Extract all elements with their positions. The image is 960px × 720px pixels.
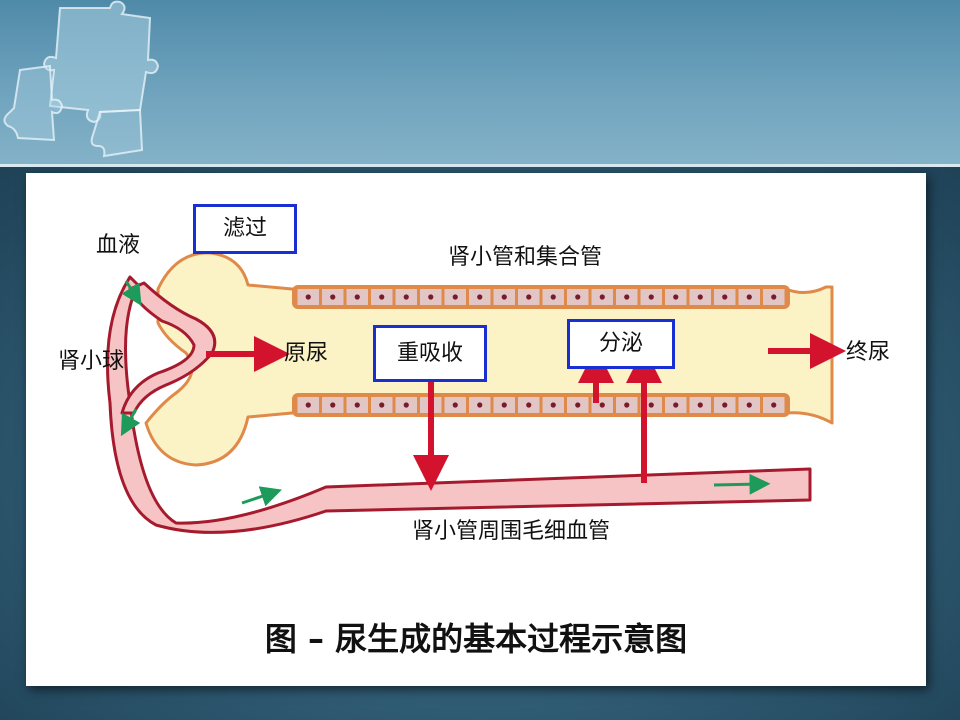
- cell-nucleus: [550, 402, 556, 408]
- blood-flow-arrow-right: [713, 473, 771, 495]
- cell-nucleus: [771, 294, 777, 300]
- cell-nucleus: [330, 402, 336, 408]
- urine-formation-diagram: [106, 251, 846, 534]
- cell-nucleus: [403, 402, 409, 408]
- cell-nucleus: [673, 402, 679, 408]
- tubule-lumen: [144, 251, 834, 467]
- cell-nucleus: [305, 294, 311, 300]
- blood-label: 血液: [96, 233, 141, 258]
- cell-nucleus: [722, 294, 728, 300]
- cell-nucleus: [746, 294, 752, 300]
- glomerulus-label: 肾小球: [58, 349, 125, 374]
- puzzle-decoration-icon: [3, 0, 160, 158]
- reabsorption-box: 重吸收: [373, 325, 487, 382]
- cell-nucleus: [599, 402, 605, 408]
- tubule-cells-top: [292, 285, 790, 309]
- cell-nucleus: [403, 294, 409, 300]
- cell-nucleus: [746, 402, 752, 408]
- secretion-box: 分泌: [567, 319, 675, 369]
- cell-nucleus: [526, 402, 532, 408]
- final-urine-label: 终尿: [846, 340, 891, 365]
- cell-nucleus: [354, 402, 360, 408]
- cell-nucleus: [771, 402, 777, 408]
- filtration-box: 滤过: [193, 204, 297, 254]
- header-band: [0, 0, 960, 165]
- cell-nucleus: [501, 294, 507, 300]
- tubule-label: 肾小管和集合管: [448, 245, 603, 270]
- cell-nucleus: [575, 294, 581, 300]
- diagram-panel: 血液 肾小球 滤过 肾小管和集合管 原尿 重吸收 分泌 终尿 肾小管周围毛细血管…: [26, 173, 926, 686]
- cell-nucleus: [330, 294, 336, 300]
- cell-nucleus: [697, 402, 703, 408]
- cell-nucleus: [599, 294, 605, 300]
- cell-nucleus: [575, 402, 581, 408]
- cell-nucleus: [452, 294, 458, 300]
- cell-nucleus: [673, 294, 679, 300]
- cell-nucleus: [624, 402, 630, 408]
- cell-nucleus: [379, 294, 385, 300]
- cell-nucleus: [501, 402, 507, 408]
- cell-nucleus: [526, 294, 532, 300]
- blood-flow-arrow-in: [121, 280, 142, 306]
- cell-nucleus: [722, 402, 728, 408]
- blood-flow-arrow-lower: [241, 486, 282, 507]
- cell-nucleus: [550, 294, 556, 300]
- cell-nucleus: [452, 402, 458, 408]
- primary-urine-label: 原尿: [284, 341, 329, 366]
- cell-nucleus: [697, 294, 703, 300]
- cell-nucleus: [305, 402, 311, 408]
- tubule-cells-bottom: [292, 393, 790, 417]
- capillary-label: 肾小管周围毛细血管: [412, 519, 611, 544]
- cell-nucleus: [379, 402, 385, 408]
- header-divider: [0, 164, 960, 167]
- cell-nucleus: [477, 402, 483, 408]
- blood-flow-arrow-out: [120, 408, 141, 437]
- cell-nucleus: [354, 294, 360, 300]
- cell-nucleus: [624, 294, 630, 300]
- cell-nucleus: [477, 294, 483, 300]
- cell-nucleus: [648, 402, 654, 408]
- cell-nucleus: [428, 294, 434, 300]
- diagram-caption: 图 – 尿生成的基本过程示意图: [264, 620, 688, 658]
- cell-nucleus: [648, 294, 654, 300]
